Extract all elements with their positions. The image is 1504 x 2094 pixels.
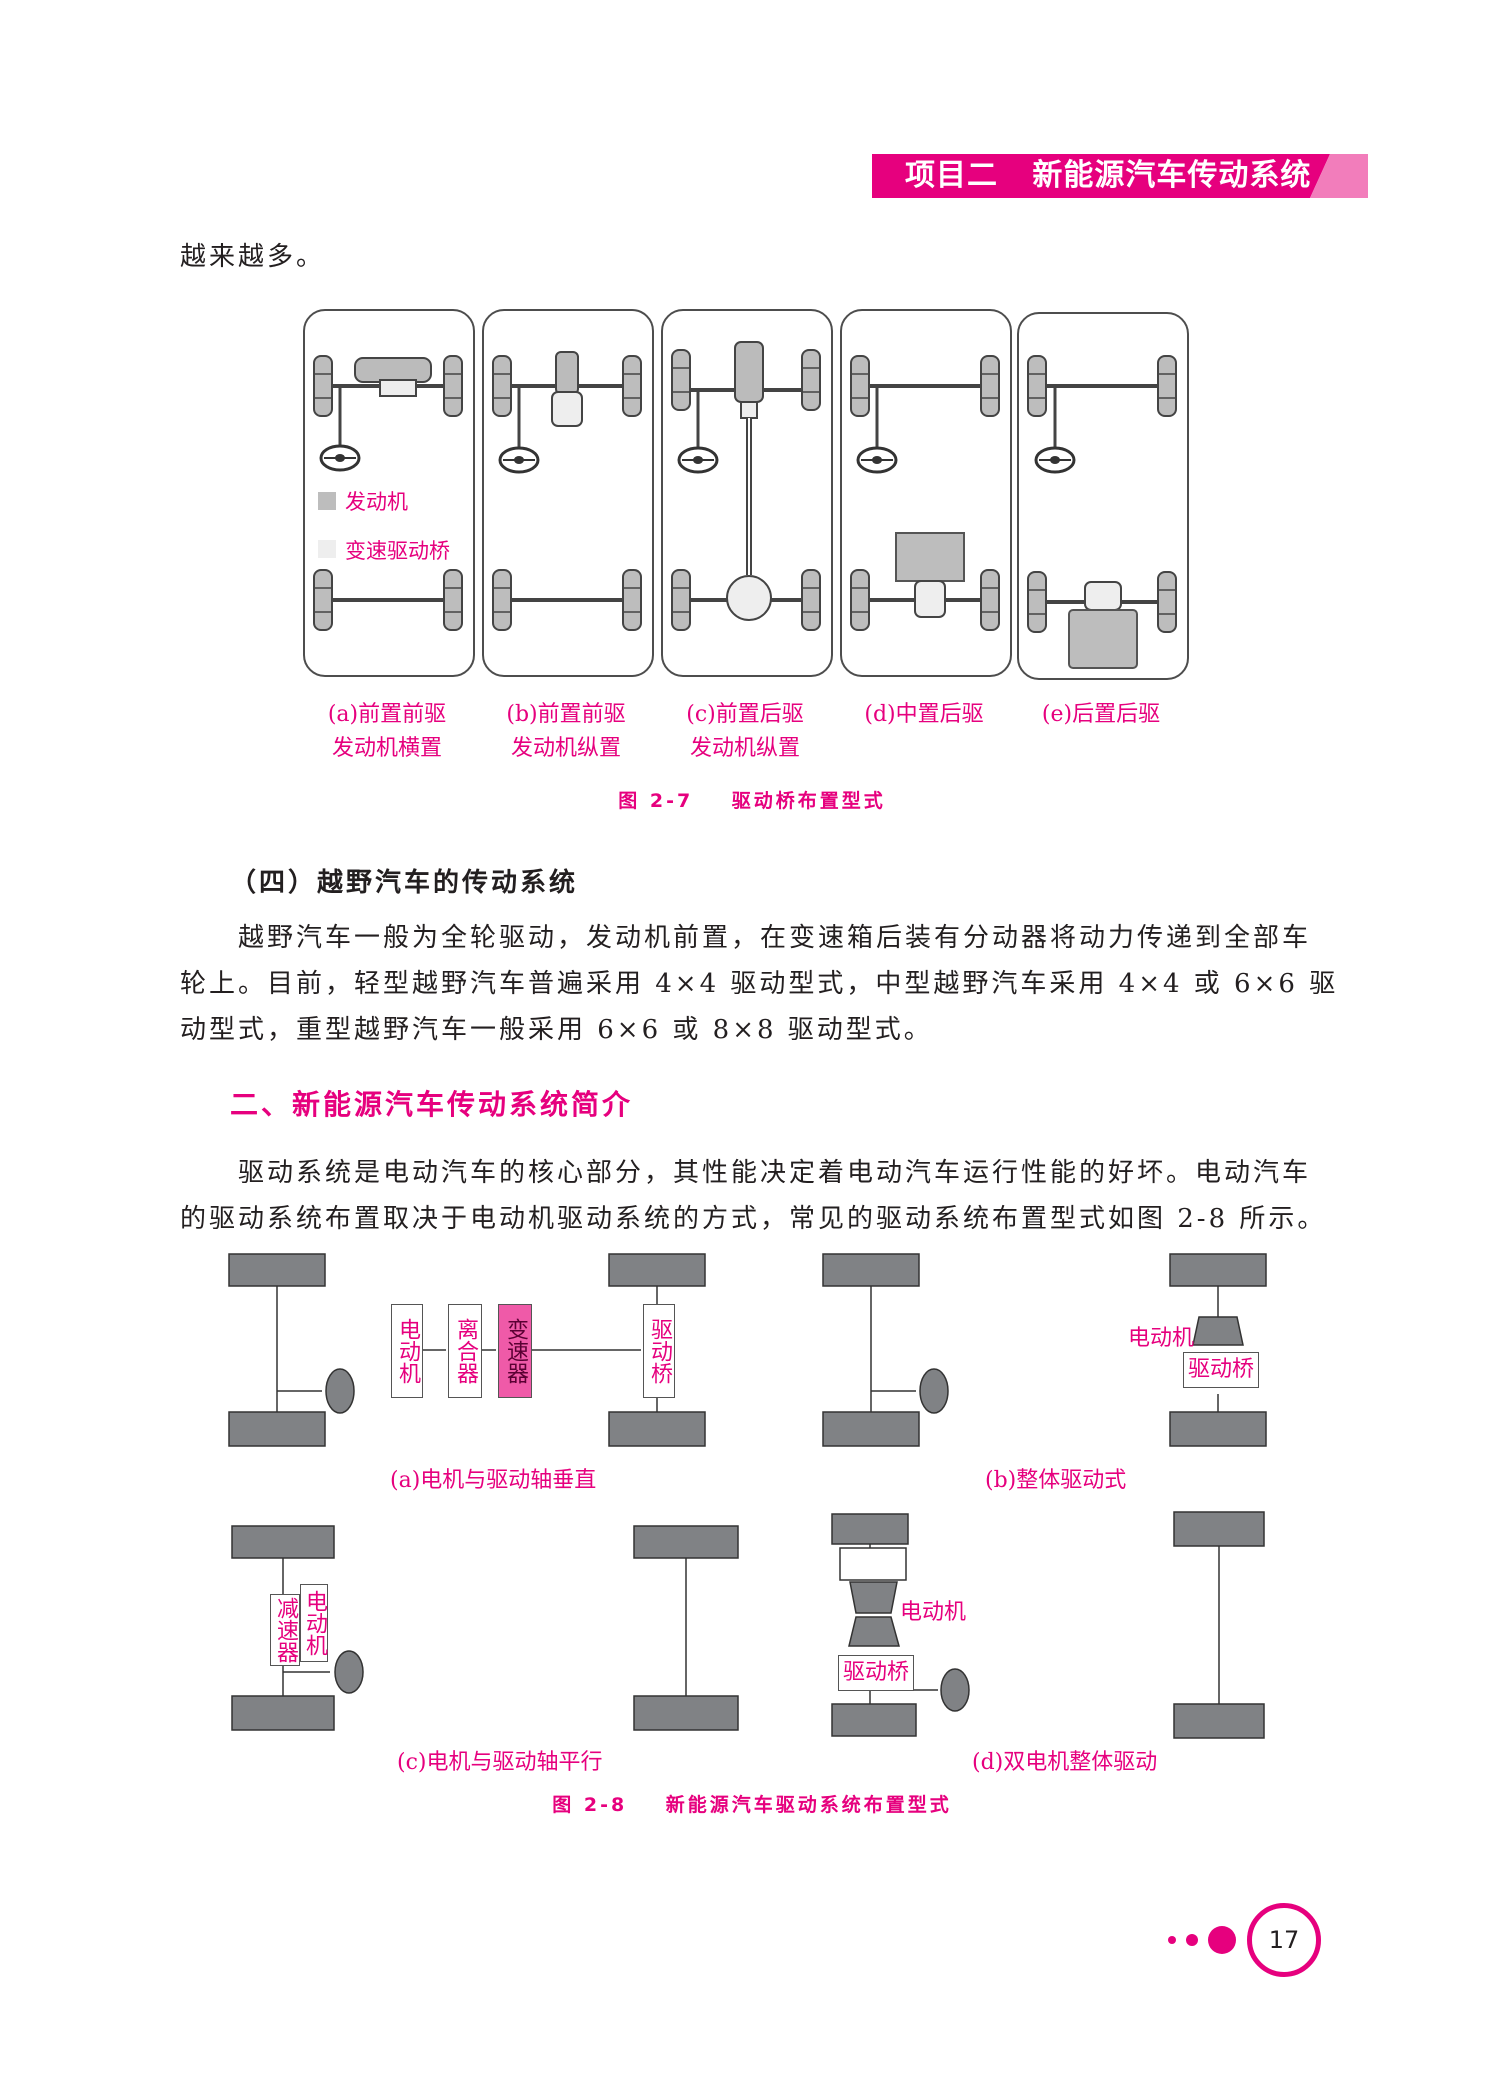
figure-2-8-drawings bbox=[228, 1253, 1267, 1739]
offroad-line-1: 越野汽车一般为全轮驱动，发动机前置，在变速箱后装有分动器将动力传递到全部车 bbox=[238, 923, 1312, 953]
fig-2-8-caption-a: (a)电机与驱动轴垂直 bbox=[390, 1468, 597, 1493]
header-band bbox=[872, 154, 1368, 198]
legend-engine-label: 发动机 bbox=[345, 490, 408, 514]
chapter-title: 项目二 新能源汽车传动系统 bbox=[905, 158, 1312, 193]
figure-2-8-title: 图 2-8 新能源汽车驱动系统布置型式 bbox=[552, 1794, 952, 1816]
offroad-line-2: 轮上。目前，轻型越野汽车普遍采用 4×4 驱动型式，中型越野汽车采用 4×4 或… bbox=[180, 969, 1339, 999]
page-dots-icon bbox=[1168, 1926, 1236, 1954]
caption-c-line2: 发动机纵置 bbox=[689, 736, 800, 761]
caption-d-line1: (d)中置后驱 bbox=[864, 702, 984, 727]
panel-c-drawing bbox=[671, 341, 821, 631]
fig-c-reducer-box: 减速器 bbox=[270, 1594, 300, 1666]
page-number: 17 bbox=[1247, 1903, 1321, 1977]
fig-b-motor-label: 电动机 bbox=[1128, 1326, 1195, 1351]
legend-engine-swatch bbox=[318, 492, 336, 510]
caption-c: (c)前置后驱 发动机纵置 bbox=[661, 698, 829, 766]
caption-b-line2: 发动机纵置 bbox=[510, 736, 621, 761]
section-2-line-2: 的驱动系统布置取决于电动机驱动系统的方式，常见的驱动系统布置型式如图 2-8 所… bbox=[180, 1204, 1327, 1234]
fig-2-8-caption-b: (b)整体驱动式 bbox=[985, 1468, 1127, 1493]
caption-c-line1: (c)前置后驱 bbox=[686, 702, 804, 727]
caption-a-line1: (a)前置前驱 bbox=[327, 702, 447, 727]
fig-c-motor-box: 电动机 bbox=[300, 1584, 328, 1662]
figure-2-7-title: 图 2-7 驱动桥布置型式 bbox=[618, 790, 886, 812]
caption-a-line2: 发动机横置 bbox=[331, 736, 442, 761]
fig-d-motor-label: 电动机 bbox=[900, 1600, 967, 1625]
legend-transaxle-swatch bbox=[318, 540, 336, 558]
panel-b-drawing bbox=[492, 351, 642, 631]
fig-d-axle-box: 驱动桥 bbox=[838, 1655, 914, 1691]
fig-2-8-caption-d: (d)双电机整体驱动 bbox=[972, 1750, 1158, 1775]
legend-transaxle-label: 变速驱动桥 bbox=[345, 539, 450, 563]
offroad-heading: （四）越野汽车的传动系统 bbox=[230, 868, 579, 898]
caption-d: (d)中置后驱 bbox=[840, 698, 1008, 732]
panel-d-drawing bbox=[850, 355, 1000, 631]
fig-a-motor-box: 电动机 bbox=[391, 1304, 423, 1398]
panel-e-drawing bbox=[1027, 355, 1177, 669]
caption-e: (e)后置后驱 bbox=[1017, 698, 1185, 732]
caption-a: (a)前置前驱 发动机横置 bbox=[303, 698, 471, 766]
panel-a-drawing bbox=[313, 355, 463, 631]
caption-b-line1: (b)前置前驱 bbox=[506, 702, 626, 727]
fig-a-clutch-box: 离合器 bbox=[448, 1304, 482, 1398]
section-2-heading: 二、新能源汽车传动系统简介 bbox=[230, 1088, 634, 1121]
fig-2-8-caption-c: (c)电机与驱动轴平行 bbox=[397, 1750, 603, 1775]
caption-e-line1: (e)后置后驱 bbox=[1041, 702, 1161, 727]
fig-a-axle-box: 驱动桥 bbox=[643, 1304, 675, 1398]
fig-b-axle-box: 驱动桥 bbox=[1183, 1352, 1259, 1388]
fig-a-gearbox-box: 变速器 bbox=[498, 1304, 532, 1398]
offroad-line-3: 动型式，重型越野汽车一般采用 6×6 或 8×8 驱动型式。 bbox=[180, 1015, 933, 1045]
caption-b: (b)前置前驱 发动机纵置 bbox=[482, 698, 650, 766]
section-2-line-1: 驱动系统是电动汽车的核心部分，其性能决定着电动汽车运行性能的好坏。电动汽车 bbox=[238, 1158, 1312, 1188]
drivetrain-drawings bbox=[313, 341, 1177, 669]
intro-line: 越来越多。 bbox=[180, 242, 326, 272]
